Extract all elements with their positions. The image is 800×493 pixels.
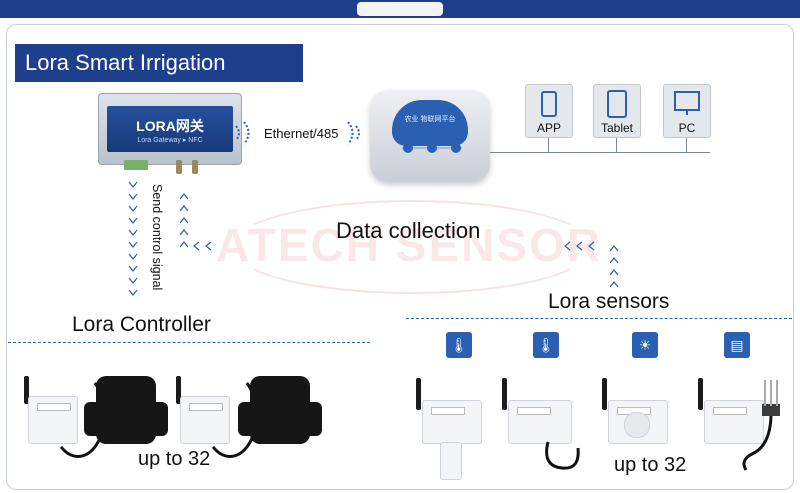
light-sensor-dome [624,412,650,438]
device-app: APP [525,84,573,138]
sensor-up-arrows [609,245,619,288]
device-connection-line [490,152,710,153]
gateway-antenna-right [192,160,198,174]
gateway-terminal [124,160,148,170]
sensor-divider [406,318,792,319]
sensor-antenna-3 [602,378,607,410]
sensor-antenna-2 [502,378,507,410]
valve-body-1 [84,402,168,436]
cloud-connectors [402,143,462,153]
soil-moisture-icon: ▤ [724,332,750,358]
sensor-probe-1 [440,442,462,480]
tablet-icon [607,90,627,118]
send-control-arrows [128,181,138,296]
valve-body-2 [238,402,322,436]
lora-controller-label: Lora Controller [72,313,211,336]
gateway-face: LORA网关 Lora Gateway ▸ NFC [107,106,233,152]
controller-antenna-2 [176,376,181,404]
device-line-tablet [616,137,617,153]
controller-divider [8,342,370,343]
soil-moisture-probe [742,380,780,471]
lora-sensors-label: Lora sensors [548,290,670,313]
cloud-platform-label: 农业 物联网平台 [404,116,456,123]
device-pc: PC [663,84,711,138]
sensor-box-4 [704,400,764,444]
wireless-signal-icon-right [347,121,360,145]
sensor-count-label: up to 32 [614,454,687,476]
device-line-app [548,137,549,153]
cloud-icon [392,100,468,146]
phone-icon [541,91,557,117]
device-tablet-label: Tablet [600,121,634,135]
controller-count-label: up to 32 [138,448,211,470]
sensor-box-1 [422,400,482,444]
gateway-label: LORA网关 [136,118,204,134]
sensor-box-2 [508,400,572,444]
monitor-icon [674,91,700,115]
device-tablet: Tablet [593,84,641,138]
send-control-signal-label: Send control signal [150,184,164,291]
soil-temperature-icon: 🌡 [533,332,559,358]
lora-gateway: LORA网关 Lora Gateway ▸ NFC [98,93,242,165]
sensor-antenna-4 [698,378,703,410]
wireless-signal-icon [235,121,250,145]
device-line-pc [686,137,687,153]
sensor-cable-2 [545,441,580,470]
data-up-arrows [179,193,189,248]
device-app-label: APP [536,121,561,135]
sensor-antenna-1 [416,378,421,410]
light-sensor-icon: ☀ [632,332,658,358]
diagram-title: Lora Smart Irrigation System [15,44,303,113]
device-pc-label: PC [678,121,696,135]
top-bar [0,0,800,18]
top-tab [357,2,443,16]
data-left-arrows [193,241,595,251]
gateway-sublabel: Lora Gateway ▸ NFC [137,137,203,144]
watermark: ATECH SENSOR [216,219,603,271]
air-temperature-humidity-icon: 🌡 [446,332,472,358]
controller-antenna-1 [24,376,29,404]
watermark-arc [230,200,594,294]
ethernet-485-label: Ethernet/485 [264,126,339,141]
gateway-antenna-left [176,160,182,174]
data-collection-label: Data collection [336,218,481,243]
